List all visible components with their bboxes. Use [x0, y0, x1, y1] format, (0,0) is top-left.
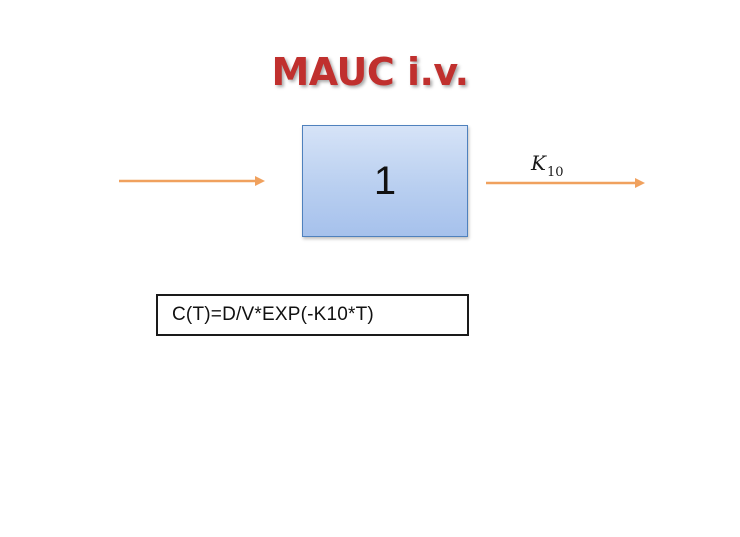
elimination-arrow [486, 178, 645, 188]
equation-box: C(T)=D/V*EXP(-K10*T) [156, 294, 469, 336]
compartment-label: 1 [373, 158, 397, 203]
elimination-rate-label: K10 [531, 151, 564, 180]
input-arrow [119, 176, 265, 186]
concentration-equation: C(T)=D/V*EXP(-K10*T) [172, 304, 374, 325]
central-compartment: 1 [302, 125, 468, 237]
rate-symbol: K [531, 151, 546, 175]
rate-subscript: 10 [546, 165, 564, 180]
slide-title: MAUC i.v. [271, 50, 469, 94]
